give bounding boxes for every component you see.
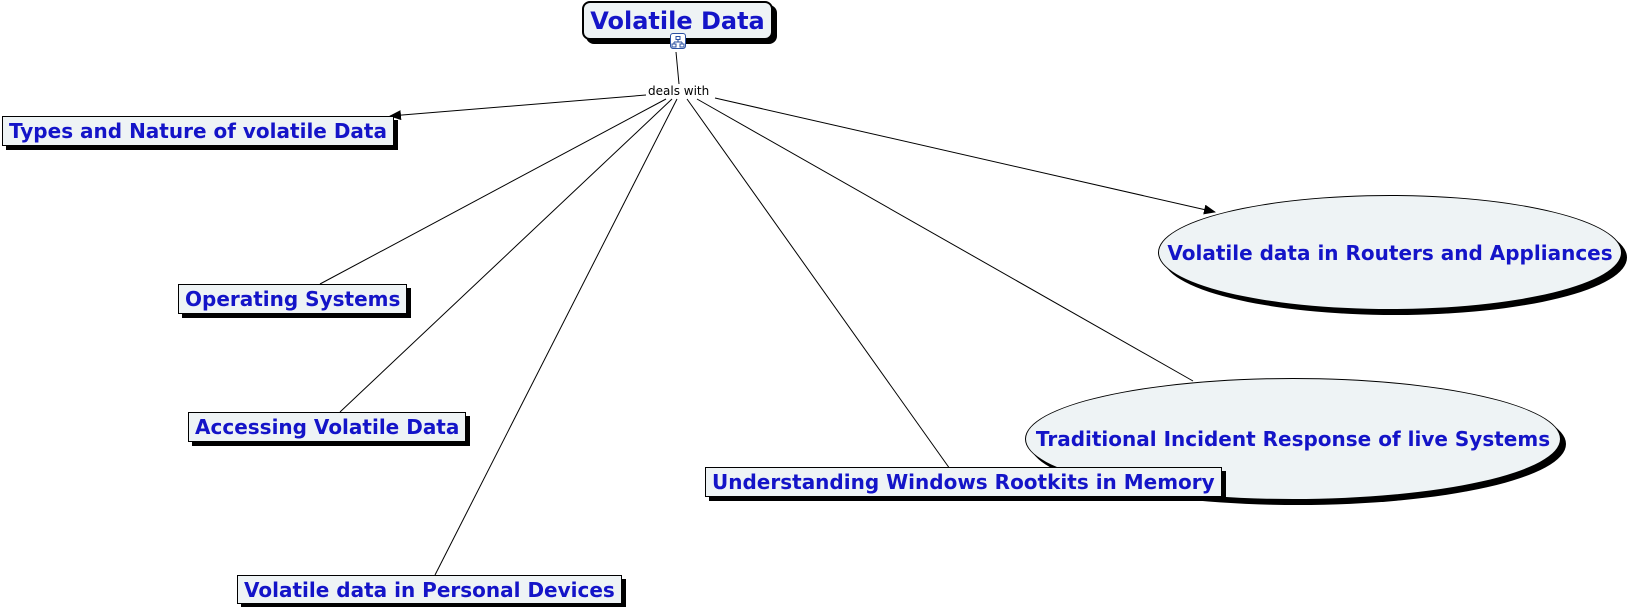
concept-windows-rootkits-label: Understanding Windows Rootkits in Memory (712, 470, 1215, 494)
line-to-os (319, 98, 667, 285)
concept-types[interactable]: Types and Nature of volatile Data (2, 116, 394, 146)
concept-personal-devices[interactable]: Volatile data in Personal Devices (237, 575, 622, 604)
concept-windows-rootkits[interactable]: Understanding Windows Rootkits in Memory (705, 467, 1222, 497)
line-to-types (389, 94, 647, 121)
concept-accessing-volatile-data[interactable]: Accessing Volatile Data (188, 412, 467, 442)
root-concept-label: Volatile Data (590, 6, 765, 35)
concept-operating-systems-label: Operating Systems (185, 287, 401, 311)
concept-incident-response-label: Traditional Incident Response of live Sy… (1035, 427, 1551, 451)
concept-types-label: Types and Nature of volatile Data (9, 119, 387, 143)
line-root-to-phrase (675, 51, 680, 85)
link-phrase[interactable]: deals with (646, 84, 712, 98)
concept-personal-devices-label: Volatile data in Personal Devices (244, 577, 615, 602)
hierarchy-icon (671, 36, 685, 48)
line-to-rootkits (686, 98, 951, 470)
concept-accessing-volatile-data-label: Accessing Volatile Data (195, 415, 460, 439)
line-to-incident (696, 98, 1194, 382)
concept-operating-systems[interactable]: Operating Systems (178, 284, 408, 314)
concept-routers-appliances[interactable]: Volatile data in Routers and Appliances (1158, 195, 1622, 310)
line-to-routers (714, 97, 1216, 215)
concept-routers-appliances-label: Volatile data in Routers and Appliances (1167, 240, 1613, 265)
line-to-accessing (339, 98, 673, 413)
line-to-personal (434, 98, 678, 576)
concept-incident-response[interactable]: Traditional Incident Response of live Sy… (1025, 378, 1561, 500)
concept-map-icon[interactable] (670, 33, 686, 49)
